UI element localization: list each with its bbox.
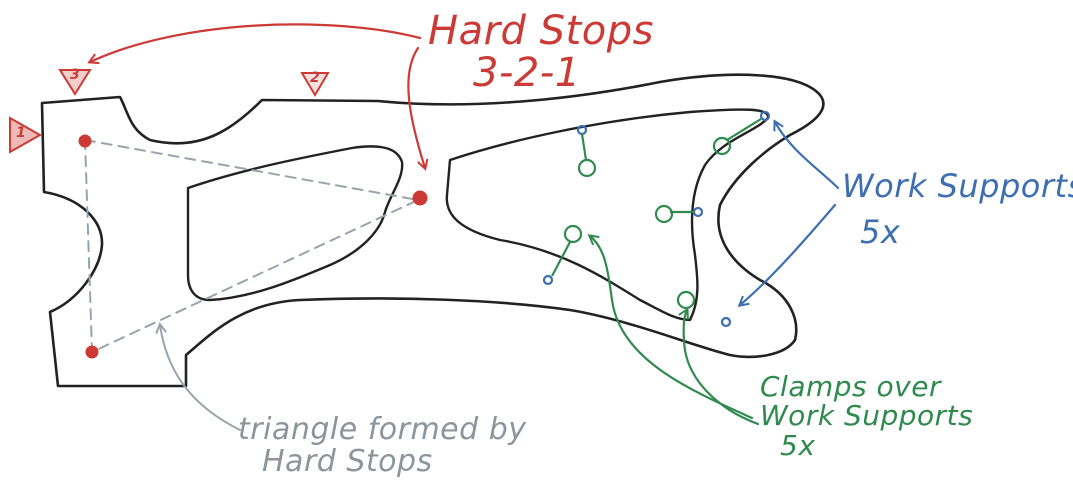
triangle-label: triangle formed by Hard Stops — [238, 414, 527, 477]
triangle-subtitle: Hard Stops — [262, 443, 433, 479]
work-supports — [542, 110, 771, 328]
stop-marker-top-mid — [300, 72, 330, 97]
hard-stop-arrow-left — [90, 23, 422, 62]
right-pocket-outline — [445, 108, 770, 322]
triangle-arrow — [160, 325, 241, 431]
hard-stops-label: Hard Stops 3-2-1 — [428, 10, 654, 94]
hard-stop-point-left-bottom — [85, 345, 99, 359]
work-support-arrow-down — [740, 203, 837, 305]
hard-stop-point-pocket — [412, 190, 428, 206]
clamps-title: Clamps over — [760, 370, 941, 403]
clamp-arrow-upper — [590, 236, 754, 420]
triangle-title: triangle formed by — [238, 412, 527, 447]
work-support-3 — [692, 206, 704, 218]
clamp-2 — [712, 136, 732, 156]
clamps — [551, 118, 762, 310]
hard-stop-points — [78, 134, 428, 359]
work-supports-title: Work Supports — [842, 167, 1073, 205]
stop-marker-number-side: 1 — [16, 125, 27, 141]
hard-stop-markers — [9, 69, 330, 154]
stop-marker-top-left — [58, 69, 92, 96]
clamps-label: Clamps over Work Supports 5x — [760, 370, 974, 462]
stop-marker-number-top-left: 3 — [70, 67, 81, 83]
clamp-1 — [577, 158, 597, 178]
clamp-4 — [563, 224, 583, 244]
hard-stop-point-left-top — [78, 134, 92, 148]
hard-stops-title: Hard Stops — [428, 8, 654, 54]
work-supports-count: 5x — [860, 212, 901, 251]
clamp-arrow-lower — [684, 310, 760, 426]
work-supports-label: Work Supports 5x — [842, 167, 1073, 251]
hard-stop-triangle — [84, 139, 419, 353]
stop-marker-side — [9, 116, 43, 154]
clamps-subtitle: Work Supports — [760, 399, 974, 433]
work-support-4 — [542, 274, 554, 286]
part-outline — [40, 73, 825, 388]
stop-marker-number-top-mid: 2 — [310, 70, 321, 86]
left-pocket-outline — [186, 145, 404, 302]
hard-stop-arrow-down — [407, 46, 425, 168]
clamps-count: 5x — [780, 428, 816, 462]
work-support-2 — [759, 110, 771, 122]
work-support-5 — [720, 316, 732, 328]
clamp-5 — [676, 290, 696, 310]
work-support-arrow-up — [775, 122, 840, 190]
hard-stops-sequence: 3-2-1 — [473, 50, 581, 96]
clamp-3 — [654, 204, 674, 224]
